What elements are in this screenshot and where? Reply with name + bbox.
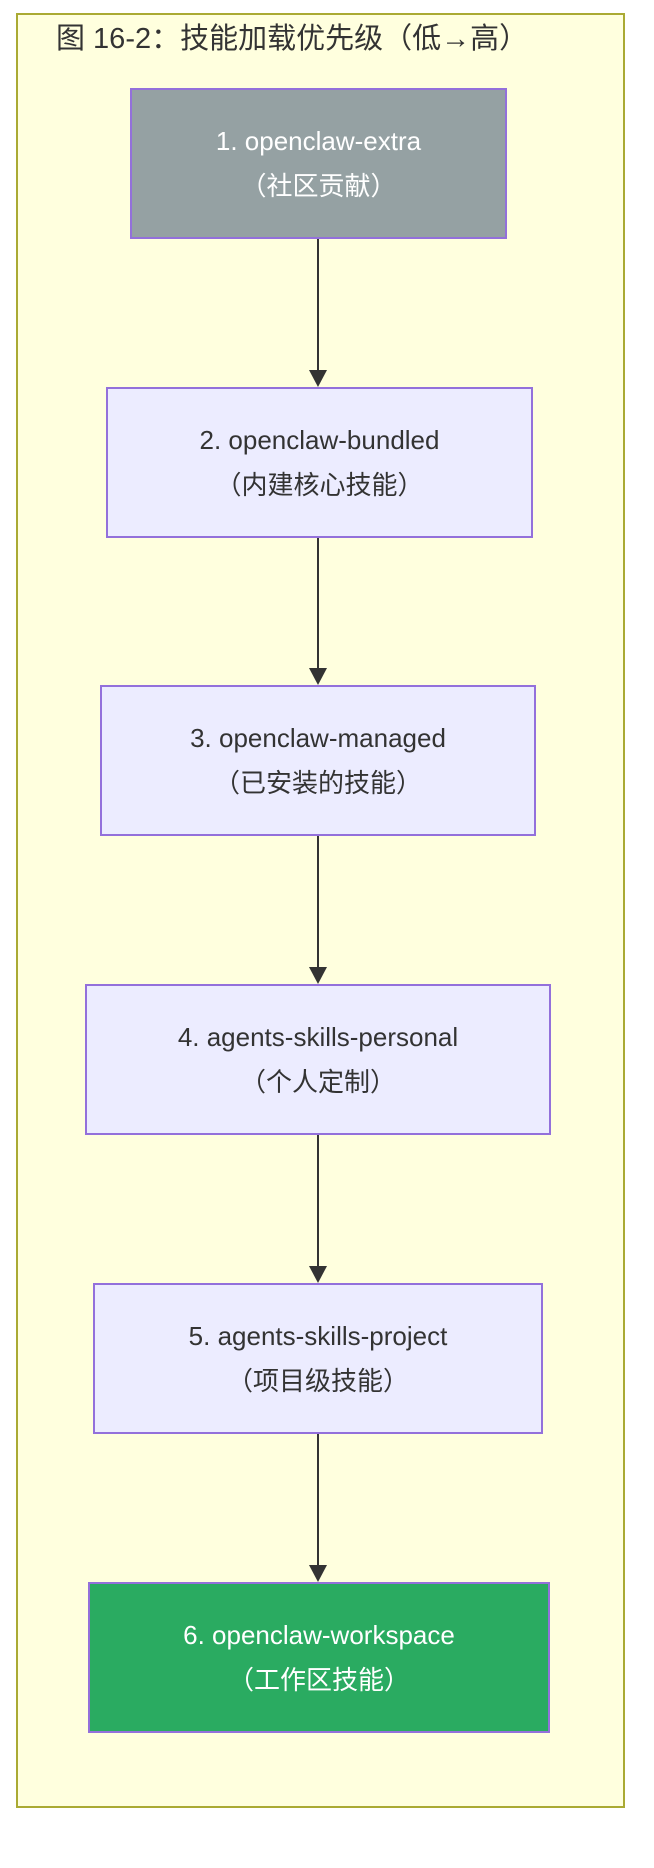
node-label-zh: （项目级技能）	[226, 1365, 409, 1396]
arrow-3	[309, 836, 327, 984]
arrow-2	[309, 538, 327, 685]
arrowhead-icon	[309, 668, 327, 685]
arrow-line	[317, 239, 319, 383]
arrow-line	[317, 1135, 319, 1279]
node-label-zh: （社区贡献）	[240, 170, 397, 201]
diagram-title: 图 16-2：技能加载优先级（低→高）	[56, 23, 529, 55]
arrowhead-icon	[309, 370, 327, 387]
node-label-en: 4. agents-skills-personal	[177, 1021, 459, 1052]
node-openclaw-workspace: 6. openclaw-workspace （工作区技能）	[88, 1582, 550, 1733]
node-label-en: 2. openclaw-bundled	[199, 424, 440, 455]
node-label-en: 3. openclaw-managed	[190, 722, 446, 753]
node-label-zh: （工作区技能）	[227, 1664, 410, 1695]
arrow-1	[309, 239, 327, 387]
node-agents-skills-project: 5. agents-skills-project （项目级技能）	[93, 1283, 543, 1434]
arrow-line	[317, 836, 319, 980]
arrowhead-icon	[309, 967, 327, 984]
arrow-line	[317, 1434, 319, 1578]
arrow-4	[309, 1135, 327, 1283]
node-agents-skills-personal: 4. agents-skills-personal （个人定制）	[85, 984, 551, 1135]
node-openclaw-bundled: 2. openclaw-bundled （内建核心技能）	[106, 387, 533, 538]
node-label-en: 1. openclaw-extra	[215, 125, 422, 156]
node-label-en: 5. agents-skills-project	[188, 1320, 448, 1351]
diagram-frame	[16, 13, 625, 1808]
arrow-line	[317, 538, 319, 681]
arrowhead-icon	[309, 1266, 327, 1283]
node-label-zh: （已安装的技能）	[213, 767, 422, 798]
node-label-en: 6. openclaw-workspace	[183, 1619, 455, 1650]
node-label-zh: （个人定制）	[239, 1066, 396, 1097]
arrowhead-icon	[309, 1565, 327, 1582]
node-label-zh: （内建核心技能）	[215, 469, 424, 500]
node-openclaw-managed: 3. openclaw-managed （已安装的技能）	[100, 685, 536, 836]
arrow-5	[309, 1434, 327, 1582]
node-openclaw-extra: 1. openclaw-extra （社区贡献）	[130, 88, 507, 239]
